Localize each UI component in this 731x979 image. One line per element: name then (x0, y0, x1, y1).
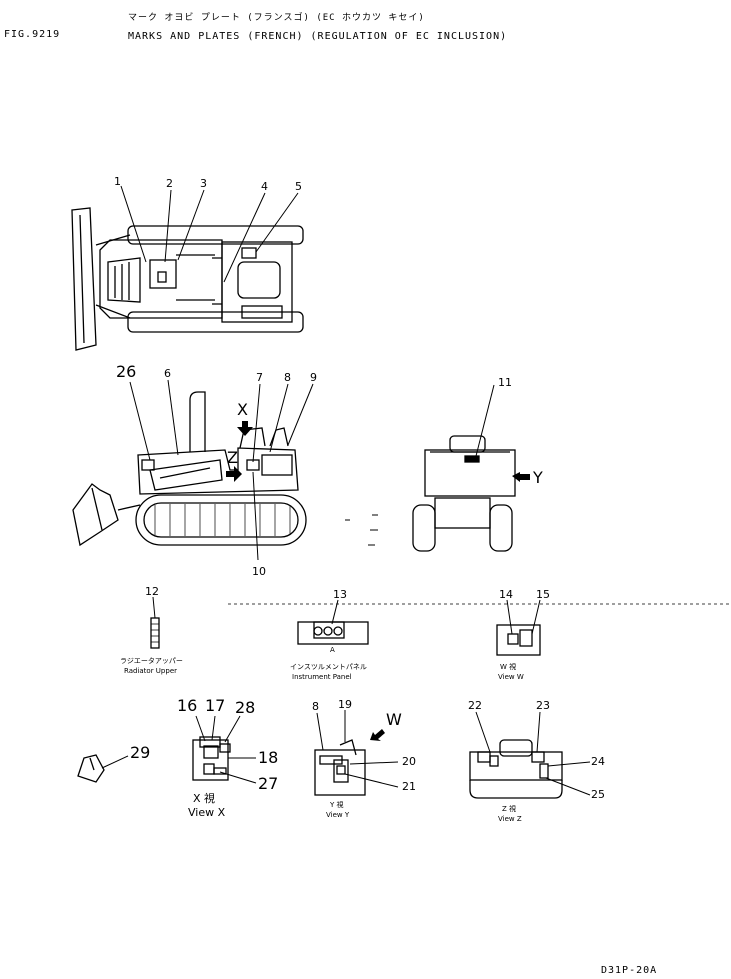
panel-mark: A (330, 646, 335, 654)
view-w-caption-en: View W (498, 673, 524, 681)
callout-21: 21 (402, 780, 416, 793)
title-english: MARKS AND PLATES (FRENCH) (REGULATION OF… (128, 31, 508, 42)
callout-2: 2 (166, 177, 173, 190)
callout-13: 13 (333, 588, 347, 601)
view-x-caption-en: View X (188, 806, 226, 819)
view-x-drawing (192, 715, 257, 784)
view-z-caption-en: View Z (498, 815, 522, 823)
callout-29: 29 (130, 743, 151, 762)
figure-number: FIG.9219 (4, 29, 61, 40)
callout-4: 4 (261, 180, 268, 193)
callout-9: 9 (310, 371, 317, 384)
callout-16: 16 (177, 696, 198, 715)
callout-28: 28 (235, 698, 256, 717)
callout-11: 11 (498, 376, 512, 389)
callout-12: 12 (145, 585, 159, 598)
view-w-arrow-label: W (386, 710, 402, 729)
callout-10: 10 (252, 565, 266, 578)
callout-20: 20 (402, 755, 416, 768)
callout-8: 8 (284, 371, 291, 384)
callout-15: 15 (536, 588, 550, 601)
callout-8-view-y: 8 (312, 700, 319, 713)
callout-24: 24 (591, 755, 605, 768)
callout-27: 27 (258, 774, 279, 793)
view-arrow-w (370, 729, 385, 741)
dozer-top-view (71, 207, 304, 351)
callout-25: 25 (591, 788, 605, 801)
plate-29 (77, 754, 129, 783)
view-w-panel (496, 599, 541, 656)
view-arrows-side (226, 421, 253, 482)
callout-6: 6 (164, 367, 171, 380)
view-z-arrow-label: Z (227, 448, 238, 467)
leader-lines-side (129, 379, 314, 561)
view-arrow-y (512, 472, 530, 482)
view-y-caption-jp: Y 視 (330, 801, 344, 809)
callout-26: 26 (116, 362, 137, 381)
panel-caption-jp: インスツルメントパネル (290, 663, 367, 671)
callout-22: 22 (468, 699, 482, 712)
title-japanese: マーク オヨビ プレート (フランスゴ) (EC ホウカツ キセイ) (128, 13, 425, 23)
instrument-panel (297, 599, 369, 645)
leader-lines-top (120, 185, 299, 283)
view-y-drawing (314, 710, 399, 796)
view-z-drawing (469, 711, 591, 799)
callout-5: 5 (295, 180, 302, 193)
dozer-rear-view (412, 435, 516, 552)
callout-17: 17 (205, 696, 226, 715)
view-x-caption-jp: X 視 (193, 792, 216, 805)
view-y-caption-en: View Y (326, 811, 350, 819)
drawing-code: D31P-20A (601, 965, 658, 976)
callout-18: 18 (258, 748, 279, 767)
callout-19: 19 (338, 698, 352, 711)
radiator-caption-jp: ラジエータアッパー (120, 657, 183, 665)
view-y-arrow-label: Y (533, 468, 543, 487)
radiator-upper-strip (150, 596, 160, 649)
view-w-caption-jp: W 視 (500, 663, 517, 671)
radiator-caption-en: Radiator Upper (124, 667, 178, 675)
view-x-arrow-label: X (237, 400, 248, 419)
callout-7: 7 (256, 371, 263, 384)
callout-1: 1 (114, 175, 121, 188)
callout-14: 14 (499, 588, 513, 601)
dozer-side-view (72, 391, 307, 547)
callout-23: 23 (536, 699, 550, 712)
view-z-caption-jp: Z 視 (502, 805, 517, 813)
panel-caption-en: Instrument Panel (292, 673, 352, 681)
callout-3: 3 (200, 177, 207, 190)
